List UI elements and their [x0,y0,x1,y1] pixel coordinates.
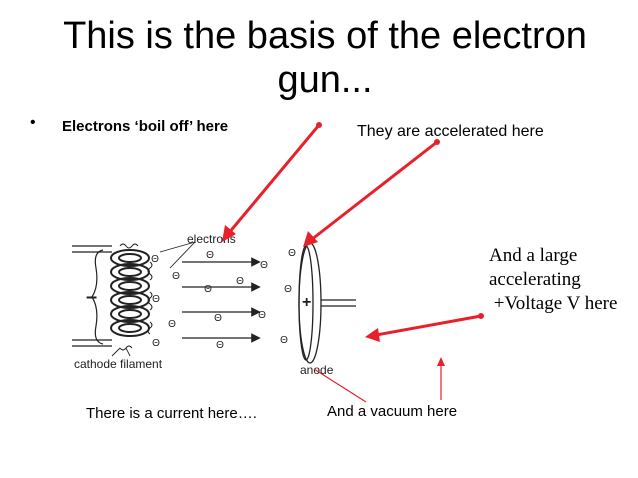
vacuum-note: And a vacuum here [327,403,458,420]
arrow-vacuum [437,357,445,400]
electron-flow-arrows [182,257,261,343]
electron: Θ [288,248,296,259]
electron: Θ [260,260,268,271]
arrow-to-anode-gap [303,139,440,247]
anode-plate [298,242,356,364]
electron: Θ [206,250,214,261]
minus-sign: – [86,286,97,308]
anode-label: anode [300,363,334,377]
electron: Θ [236,276,244,287]
bullet-text: Electrons ‘boil off’ here [62,118,229,135]
electron: Θ [152,294,160,305]
line-vacuum-to-anode [313,368,367,403]
slide-title: This is the basis of the electron gun... [63,15,587,101]
cathode-bracket [91,249,104,345]
current-note: There is a current here…. [86,405,257,422]
electron: Θ [152,338,160,349]
label-leaders [111,241,196,357]
electron: Θ [284,284,292,295]
filament-leads [72,245,112,347]
electron: Θ [280,335,288,346]
electron: Θ [204,284,212,295]
accelerated-note: They are accelerated here [357,123,544,140]
electron: Θ [216,340,224,351]
electron: Θ [258,310,266,321]
voltage-note: And a large accelerating +Voltage V here [489,245,618,314]
cathode-label: cathode filament [74,357,163,371]
arrow-to-anode-rod [365,313,484,342]
plus-sign: + [302,294,311,311]
annotation-arrows [222,122,484,403]
electron: Θ [168,319,176,330]
filament-coil [110,249,150,337]
electron: Θ [151,254,159,265]
bullet-marker: • [30,114,36,131]
electrons-cloud: Θ Θ Θ Θ Θ Θ Θ Θ Θ Θ Θ Θ Θ Θ Θ [151,248,296,351]
electron: Θ [172,271,180,282]
arrow-to-filament [222,122,322,242]
electron: Θ [214,313,222,324]
